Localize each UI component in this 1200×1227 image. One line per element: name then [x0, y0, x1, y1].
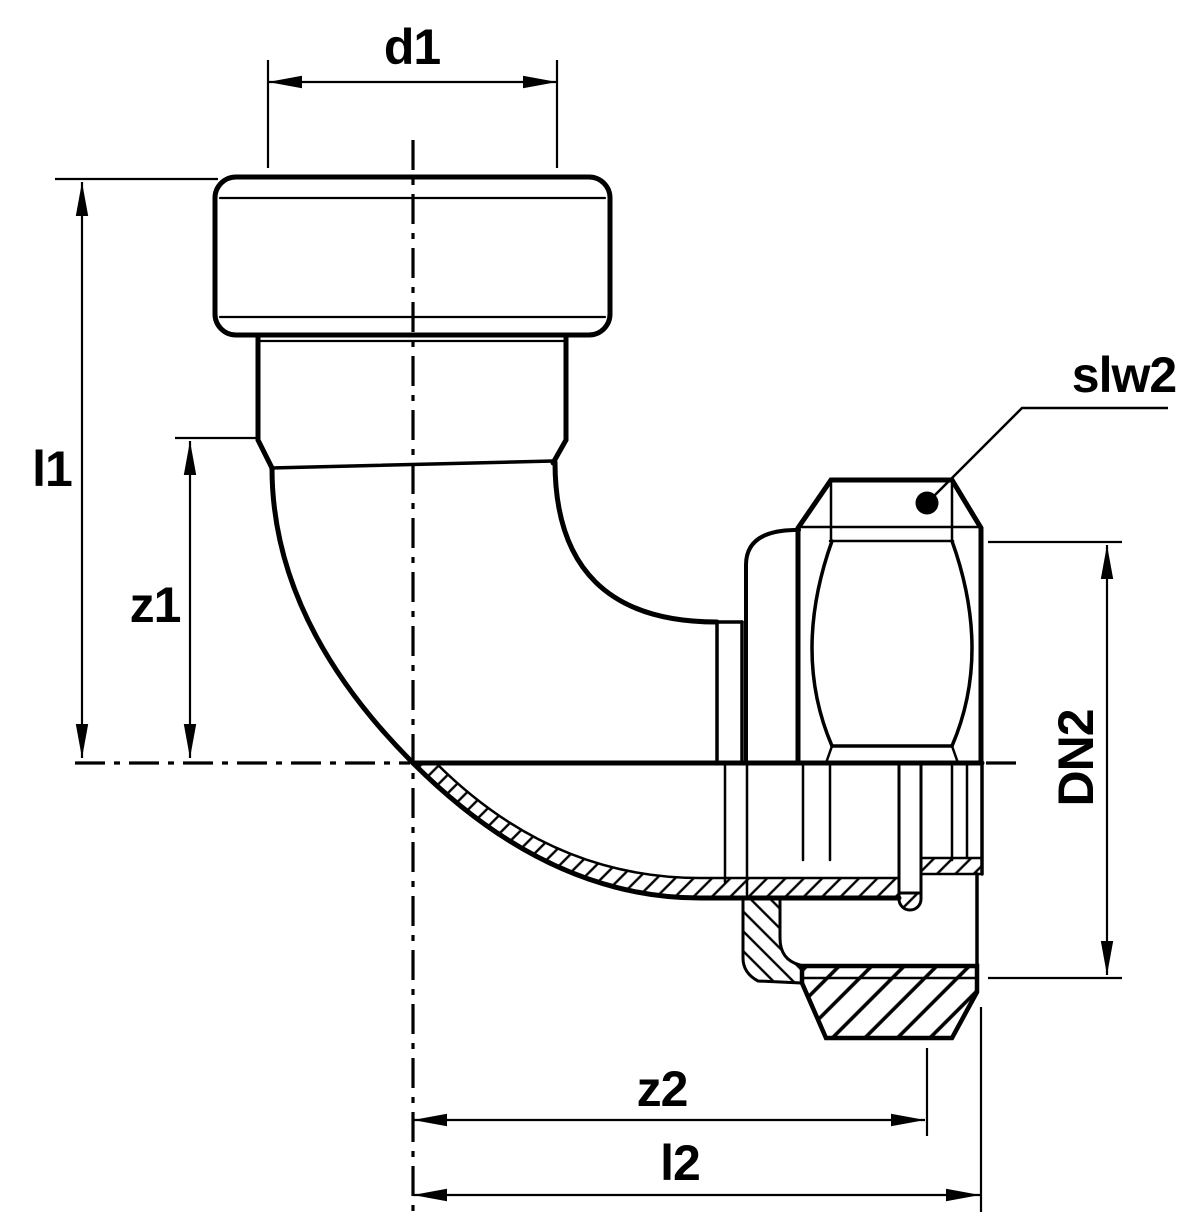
nut-lip-section [741, 897, 804, 985]
elbow-inner-curve [552, 459, 720, 625]
elbow-wall-section [413, 763, 899, 898]
section-hatching [413, 763, 984, 1041]
callout-label-slw2: slw2 [1072, 347, 1176, 403]
slw2-leader-dot [915, 491, 939, 515]
dimension-label-l1: l1 [32, 441, 72, 497]
dimension-label-z2: z2 [637, 1061, 688, 1117]
elbow-bore-edge [434, 761, 901, 880]
fitting-outline [212, 174, 985, 968]
dimensions: d1 l1 z1 z2 l2 DN2 [32, 19, 1177, 1212]
taper-left [255, 437, 275, 471]
dimension-label-z1: z1 [130, 577, 181, 633]
dimension-l2: l2 [413, 1007, 983, 1212]
dimension-dn2: DN2 [988, 540, 1122, 980]
centerlines [75, 140, 1018, 1220]
dimension-label-dn2: DN2 [1048, 709, 1104, 806]
union-nut-outline [795, 477, 984, 766]
nut-bottom-chamfer-left [824, 744, 834, 765]
dimension-label-l2: l2 [660, 1135, 700, 1191]
nut-bottom-chamfer-right [950, 744, 960, 765]
dimension-z1: z1 [130, 436, 256, 758]
thread-gap-tip [897, 891, 923, 912]
taper-right [550, 437, 569, 466]
nut-facet-arc-right [950, 539, 974, 748]
dimension-label-d1: d1 [384, 19, 441, 75]
dimension-d1: d1 [266, 19, 559, 168]
slw2-leader-line [932, 406, 1168, 498]
dimension-z2: z2 [413, 1048, 929, 1136]
nut-facet-arc-left [810, 539, 834, 748]
union-collar [744, 528, 801, 765]
callout-slw2: slw2 [915, 347, 1177, 515]
dimension-l1: l1 [32, 177, 218, 758]
elbow-outer-curve [269, 465, 902, 901]
